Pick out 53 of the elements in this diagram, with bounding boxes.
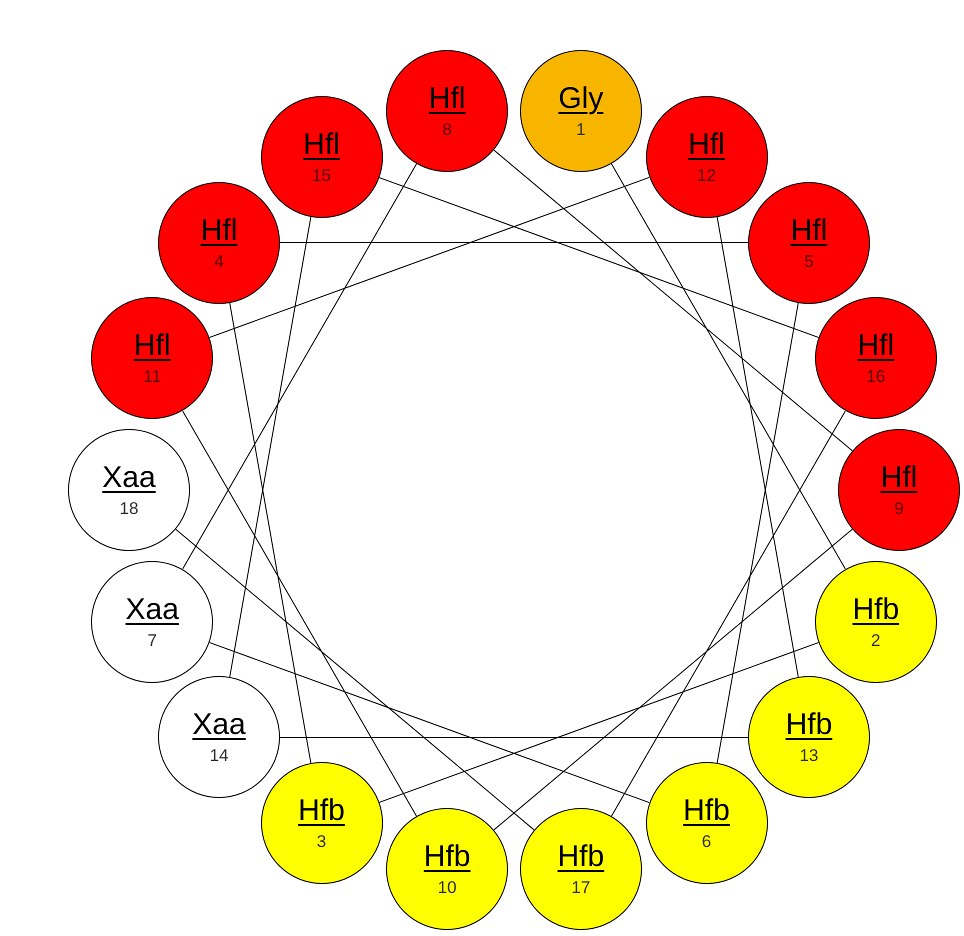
connector-line [229, 302, 312, 764]
residue-number: 15 [312, 164, 331, 187]
residue-name: Hfl [857, 328, 894, 364]
residue-name: Hfl [428, 80, 466, 117]
residue-name: Xaa [192, 707, 246, 744]
connector-line [229, 216, 312, 678]
residue-name: Hfl [790, 212, 828, 249]
residue-number: 14 [210, 745, 229, 768]
residue-number: 3 [316, 831, 326, 854]
connector-line [716, 216, 799, 678]
connector-line [378, 642, 819, 804]
residue-name: Gly [558, 80, 604, 117]
residue-name: Hfl [134, 328, 171, 364]
residue-name: Hfb [298, 793, 345, 830]
residue-number: 10 [438, 877, 457, 900]
residue-number: 6 [702, 831, 712, 854]
residue-number: 17 [571, 877, 590, 900]
connector-line [182, 410, 418, 817]
residue-number: 1 [576, 118, 586, 141]
connector-line [182, 163, 418, 570]
residue-number: 13 [799, 745, 818, 768]
connector-line [209, 176, 650, 338]
residue-number: 16 [866, 366, 886, 388]
connector-line [175, 528, 535, 830]
residue-name: Hfl [880, 460, 918, 496]
residue-name: Xaa [126, 592, 179, 628]
connector-line [280, 242, 748, 244]
residue-name: Hfb [683, 793, 730, 830]
residue-number: 12 [697, 164, 716, 187]
residue-name: Hfb [558, 839, 604, 876]
connector-line [716, 302, 799, 764]
residue-name: Hfl [303, 126, 340, 163]
residue-name: Xaa [102, 460, 156, 496]
residue-number: 7 [147, 630, 157, 652]
connector-line [493, 528, 853, 830]
residue-name: Hfb [424, 839, 470, 876]
residue-name: Hfl [200, 212, 238, 249]
residue-number: 4 [214, 250, 224, 273]
connector-line [280, 736, 748, 738]
residue-number: 5 [804, 250, 814, 273]
residue-number: 2 [871, 630, 881, 652]
connector-line [378, 176, 819, 338]
connector-line [610, 163, 846, 570]
residue-name: Hfb [786, 707, 832, 744]
connector-line [209, 642, 650, 804]
residue-name: Hfb [852, 592, 900, 628]
residue-number: 8 [442, 118, 452, 141]
residue-number: 11 [143, 366, 162, 388]
residue-number: 9 [894, 498, 904, 520]
connector-line [493, 150, 853, 452]
connector-line [610, 410, 846, 817]
residue-number: 18 [120, 498, 138, 520]
residue-name: Hfl [688, 126, 725, 163]
